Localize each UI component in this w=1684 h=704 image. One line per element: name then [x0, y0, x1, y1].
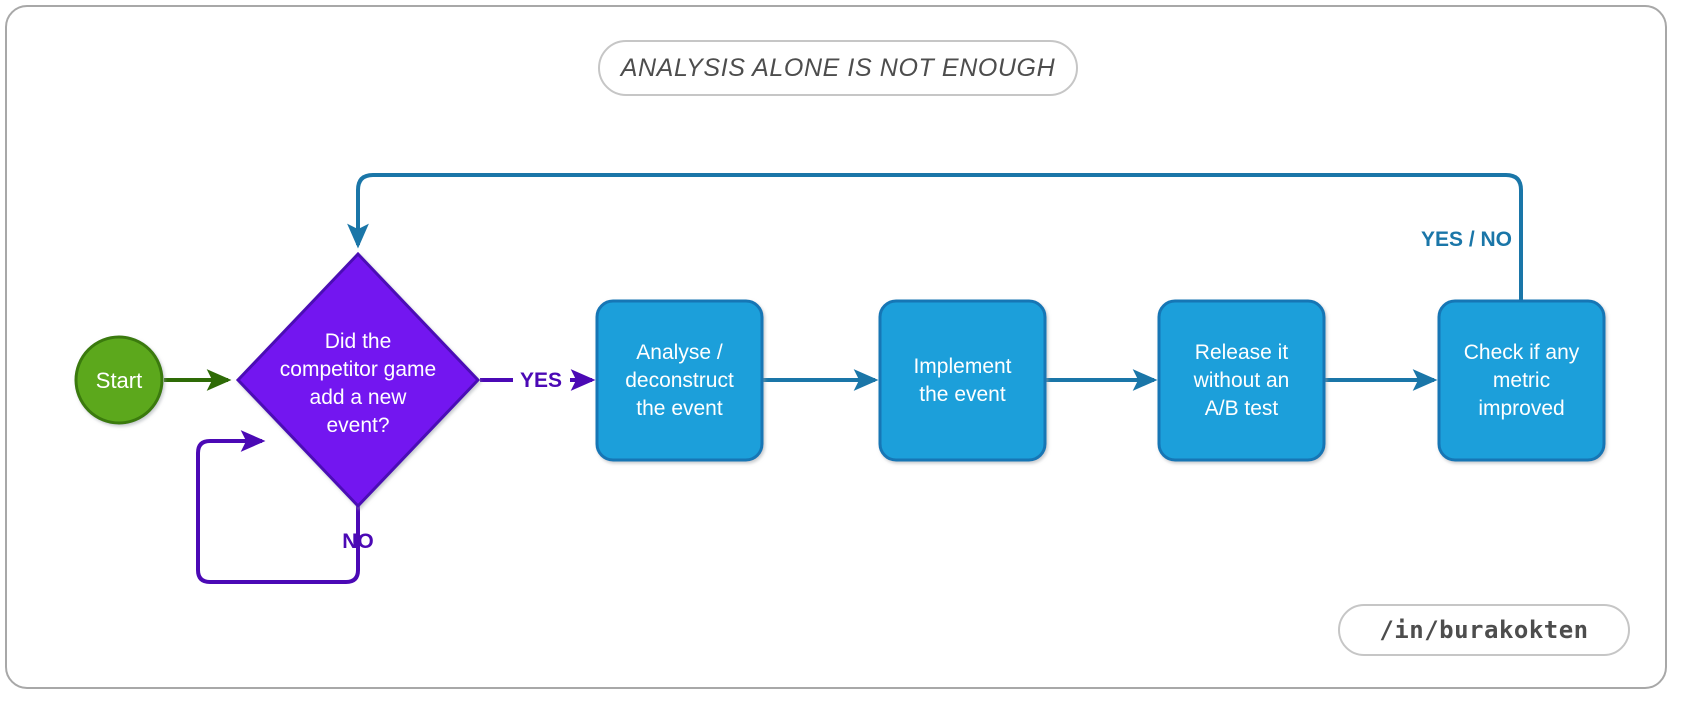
node-implement[interactable]: Implement the event — [878, 299, 1047, 462]
implement-box — [878, 299, 1047, 462]
check-label-line-2: metric — [1493, 369, 1550, 392]
node-start[interactable]: Start — [74, 335, 164, 425]
node-check[interactable]: Check if any metric improved — [1437, 299, 1606, 462]
start-label: Start — [96, 368, 142, 393]
decision-label-line-1: Did the — [325, 330, 392, 353]
analyse-label-line-3: the event — [636, 397, 723, 420]
author-handle-badge[interactable]: /in/burakokten — [1338, 604, 1630, 656]
node-analyse[interactable]: Analyse / deconstruct the event — [595, 299, 764, 462]
release-label-line-3: A/B test — [1205, 397, 1279, 420]
decision-label-line-3: add a new — [310, 386, 408, 409]
node-release[interactable]: Release it without an A/B test — [1157, 299, 1326, 462]
release-box — [1157, 299, 1326, 462]
analyse-box — [595, 299, 764, 462]
edge-label-no: NO — [342, 530, 374, 553]
edge-decision-yes: YES — [480, 369, 596, 392]
check-label-line-3: improved — [1478, 397, 1564, 420]
edge-check-feedback: YES / NO — [347, 173, 1523, 301]
node-decision[interactable]: Did the competitor game add a new event? — [235, 251, 481, 509]
release-label-line-2: without an — [1193, 369, 1290, 392]
analyse-label-line-2: deconstruct — [625, 369, 734, 392]
author-handle: /in/burakokten — [1379, 616, 1589, 644]
implement-label-line-2: the event — [919, 383, 1006, 406]
analyse-label-line-1: Analyse / — [636, 341, 723, 364]
edge-label-yes-no: YES / NO — [1421, 228, 1512, 251]
implement-label-line-1: Implement — [913, 355, 1011, 378]
title-badge: ANALYSIS ALONE IS NOT ENOUGH — [598, 40, 1078, 96]
check-box — [1437, 299, 1606, 462]
page-title: ANALYSIS ALONE IS NOT ENOUGH — [620, 53, 1056, 82]
check-label-line-1: Check if any — [1464, 341, 1580, 364]
start-circle — [74, 335, 164, 425]
edge-decision-no-loop: NO — [196, 430, 374, 584]
edge-label-yes: YES — [520, 369, 562, 392]
decision-label-line-2: competitor game — [280, 358, 436, 381]
decision-diamond — [235, 251, 481, 509]
decision-label-line-4: event? — [326, 414, 389, 437]
release-label-line-1: Release it — [1195, 341, 1289, 364]
